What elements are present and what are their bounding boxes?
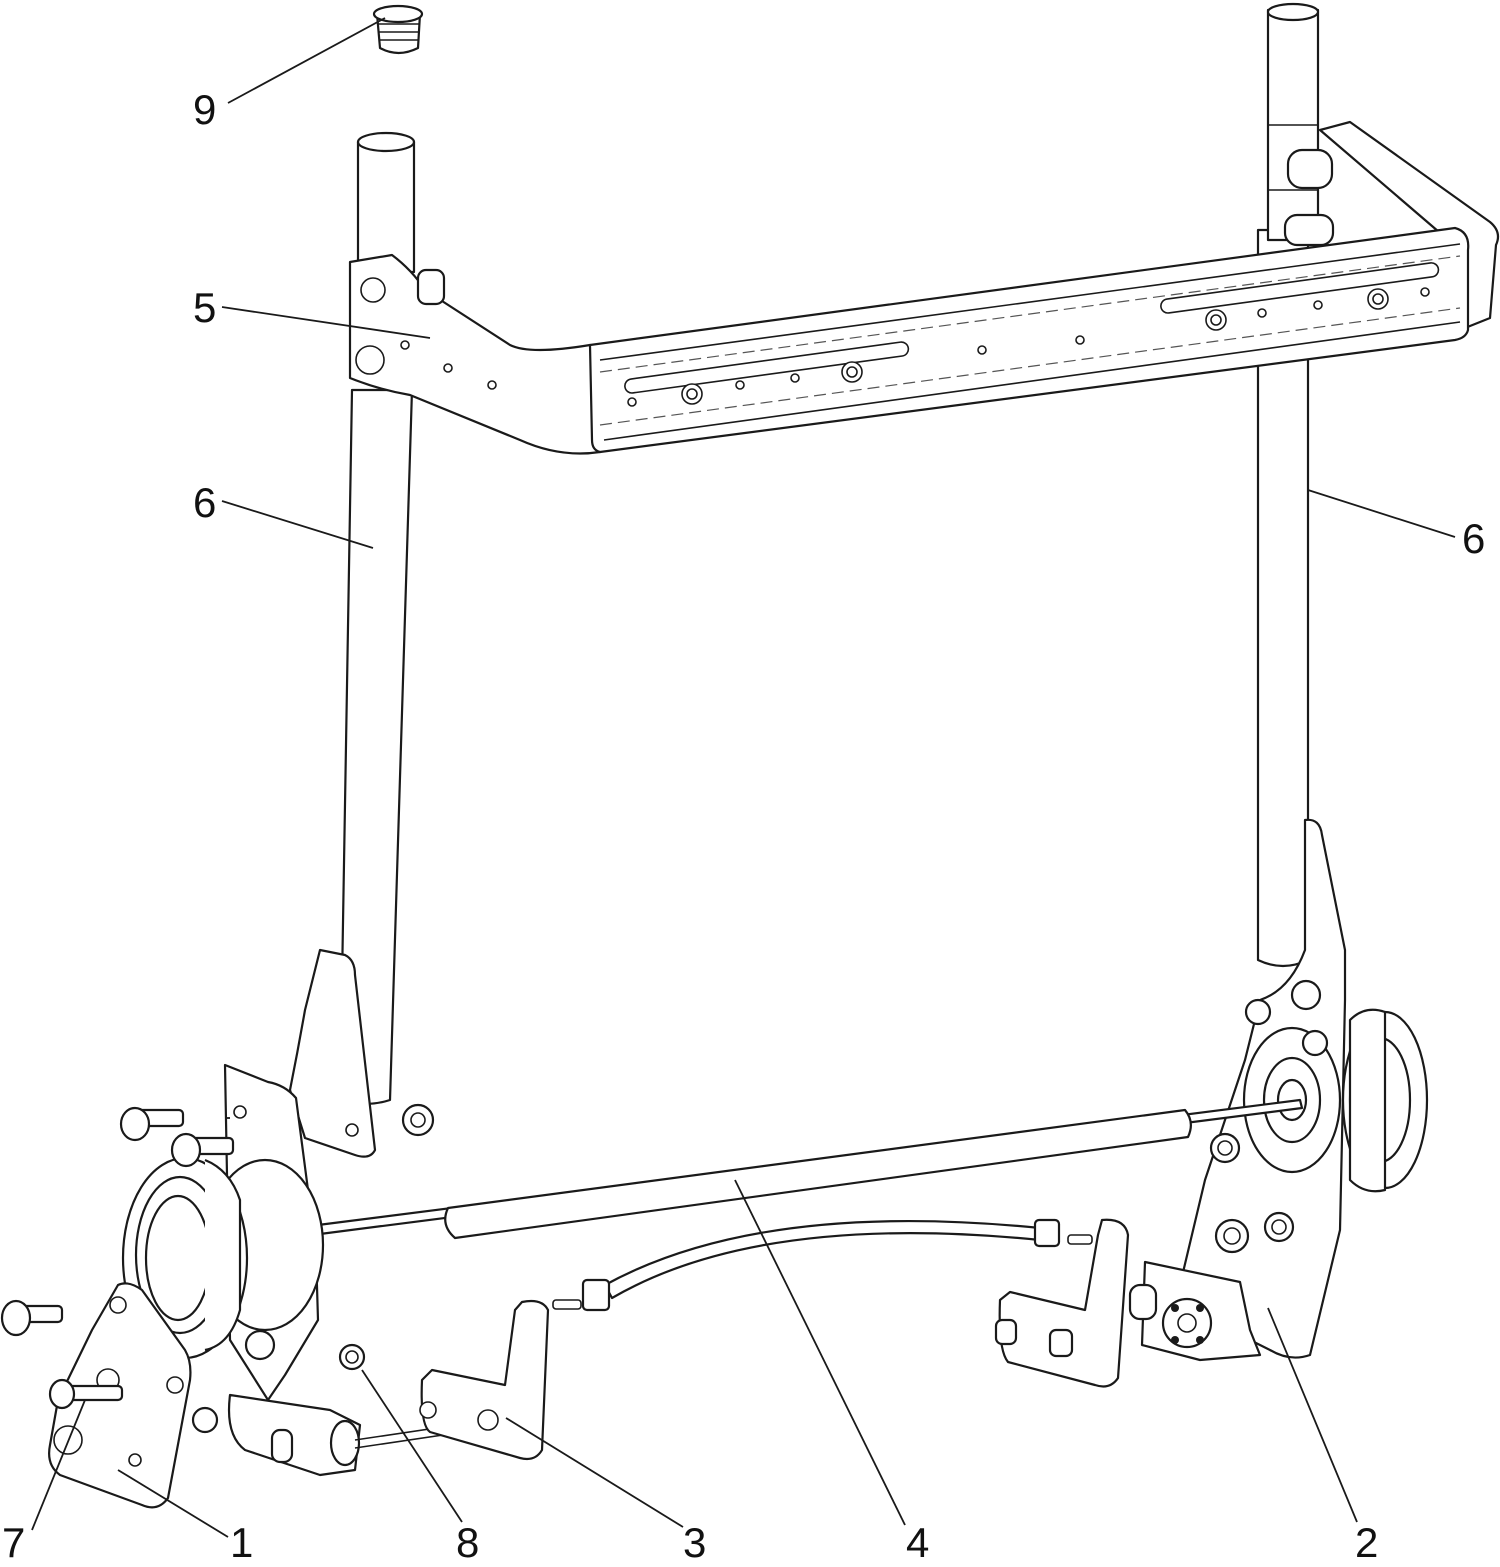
connecting-rod <box>316 1098 1304 1312</box>
backrest-bracket <box>348 120 1500 455</box>
callout-8: 8 <box>456 1519 479 1566</box>
left-upright-tube <box>338 131 416 1106</box>
cap-plug <box>372 4 424 55</box>
callout-4: 4 <box>906 1519 929 1566</box>
callout-6-right: 6 <box>1462 515 1485 562</box>
left-release-lever <box>419 1299 550 1461</box>
right-release-lever <box>994 1218 1130 1388</box>
left-lever-assembly <box>191 1343 491 1477</box>
left-recliner-mechanism <box>121 1063 325 1402</box>
callout-3: 3 <box>683 1519 706 1566</box>
leader-lines <box>31 17 1456 1538</box>
callout-5: 5 <box>193 284 216 331</box>
callout-6-left: 6 <box>193 479 216 526</box>
callout-7: 7 <box>2 1519 25 1566</box>
left-bolts <box>0 1106 235 1337</box>
callout-numbers: 9 5 6 6 7 1 8 3 4 2 <box>2 86 1485 1566</box>
right-upright-tube <box>1256 2 1320 968</box>
callout-2: 2 <box>1355 1519 1378 1566</box>
left-side-plate <box>288 948 435 1158</box>
callout-1: 1 <box>230 1519 253 1566</box>
callout-9: 9 <box>193 86 216 133</box>
